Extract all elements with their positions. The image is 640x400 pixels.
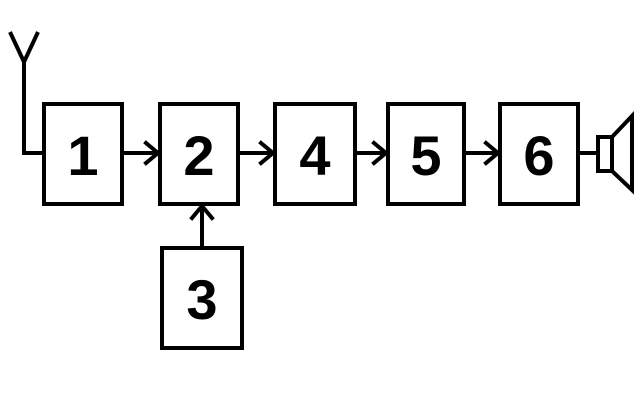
antenna-icon (8, 31, 44, 155)
arrow-4-to-5 (355, 140, 390, 166)
speaker-icon (596, 111, 634, 195)
block-2: 2 (158, 102, 240, 206)
block-5: 5 (386, 102, 466, 206)
arrow-3-to-2 (189, 202, 215, 246)
block-3-label: 3 (186, 268, 217, 331)
arrow-2-to-4 (238, 140, 277, 166)
block-3: 3 (160, 246, 244, 350)
block-5-label: 5 (410, 124, 441, 187)
block-6: 6 (498, 102, 580, 206)
arrow-5-to-6 (464, 140, 502, 166)
block-2-label: 2 (183, 124, 214, 187)
block-1-label: 1 (67, 124, 98, 187)
block-1: 1 (42, 102, 124, 206)
block-6-label: 6 (523, 124, 554, 187)
block-4: 4 (273, 102, 357, 206)
arrow-1-to-2 (122, 140, 162, 166)
block-4-label: 4 (299, 124, 330, 187)
